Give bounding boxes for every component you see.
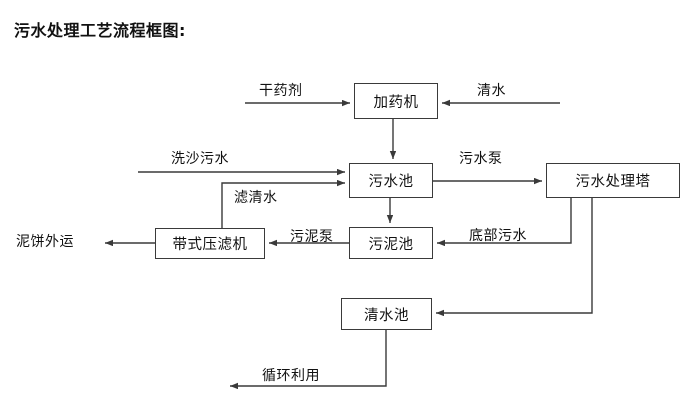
edge-label-filtrate-water: 滤清水 xyxy=(234,190,278,206)
edge-belt-press-to-sewage-pool xyxy=(221,179,345,228)
node-sludge-pool[interactable]: 污泥池 xyxy=(349,227,433,259)
node-label: 污泥池 xyxy=(368,236,414,253)
edge-label-clean-water-in: 清水 xyxy=(477,83,506,99)
node-label: 带式压滤机 xyxy=(172,237,248,253)
edge-label-bottom-sewage: 底部污水 xyxy=(469,228,527,244)
page-title: 污水处理工艺流程框图: xyxy=(14,21,186,40)
node-label: 加药机 xyxy=(373,94,419,111)
edge-clear-pool-recycle-out xyxy=(230,330,387,390)
edge-label-sludge-pump: 污泥泵 xyxy=(290,229,334,245)
node-label: 污水池 xyxy=(368,174,414,190)
node-sewage-pool[interactable]: 污水池 xyxy=(349,163,433,198)
edge-treatment-tower-to-clear-pool xyxy=(436,198,593,317)
edge-label-dry-reagent: 干药剂 xyxy=(259,83,303,99)
edge-label-sand-wash-sewage: 洗沙污水 xyxy=(171,151,229,167)
edge-label-sewage-pump: 污水泵 xyxy=(459,151,503,167)
node-label: 清水池 xyxy=(364,307,409,324)
node-label: 污水处理塔 xyxy=(575,174,651,190)
node-treatment-tower[interactable]: 污水处理塔 xyxy=(546,163,680,198)
edge-label-recycle-use: 循环利用 xyxy=(262,368,320,384)
edge-treatment-tower-to-sludge-pool xyxy=(437,198,572,247)
node-dosing-machine[interactable]: 加药机 xyxy=(354,83,438,119)
node-clear-pool[interactable]: 清水池 xyxy=(341,298,432,330)
terminal-label-mud-cake-out: 泥饼外运 xyxy=(16,234,74,250)
node-belt-press[interactable]: 带式压滤机 xyxy=(155,228,265,259)
